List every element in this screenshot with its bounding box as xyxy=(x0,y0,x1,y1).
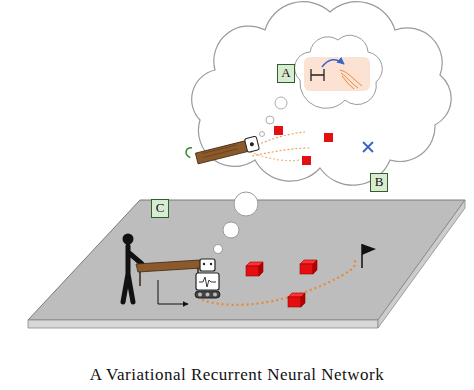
red-square xyxy=(324,133,333,142)
thought-bubble xyxy=(234,192,258,216)
label-letter: B xyxy=(375,175,384,189)
floor-side xyxy=(378,200,465,328)
floor-edge xyxy=(28,320,378,328)
force-arrow xyxy=(158,280,188,304)
thought-bubble xyxy=(223,222,239,238)
thought-bubble xyxy=(260,132,265,137)
figure-caption: A Variational Recurrent Neural Network xyxy=(0,365,474,385)
red-square xyxy=(274,126,283,135)
thought-bubble xyxy=(275,97,287,109)
goal-flag xyxy=(362,244,376,268)
robot-with-table xyxy=(185,132,259,167)
thought-bubble xyxy=(214,245,223,254)
label-letter: C xyxy=(156,201,165,215)
transition-arrow xyxy=(322,60,344,67)
inner-cloud xyxy=(295,35,383,108)
red-cube xyxy=(246,262,263,276)
label-box: B xyxy=(370,173,388,192)
label-letter: A xyxy=(281,66,290,80)
table xyxy=(136,260,202,286)
thought-bubble xyxy=(266,116,274,124)
goal-cross xyxy=(363,142,373,152)
red-cube xyxy=(300,260,317,274)
predicted-path xyxy=(252,148,310,156)
latent-panel xyxy=(304,57,370,91)
label-box: A xyxy=(277,64,295,83)
red-cube xyxy=(288,293,305,307)
interval-symbol xyxy=(311,69,324,81)
planned-path xyxy=(202,258,355,305)
thought-cloud xyxy=(192,2,452,185)
red-square xyxy=(302,156,311,165)
floor-plane xyxy=(28,200,465,320)
sample-trajectories xyxy=(340,70,362,89)
predicted-path xyxy=(250,152,300,161)
label-box: C xyxy=(151,199,169,218)
robot xyxy=(195,259,220,298)
